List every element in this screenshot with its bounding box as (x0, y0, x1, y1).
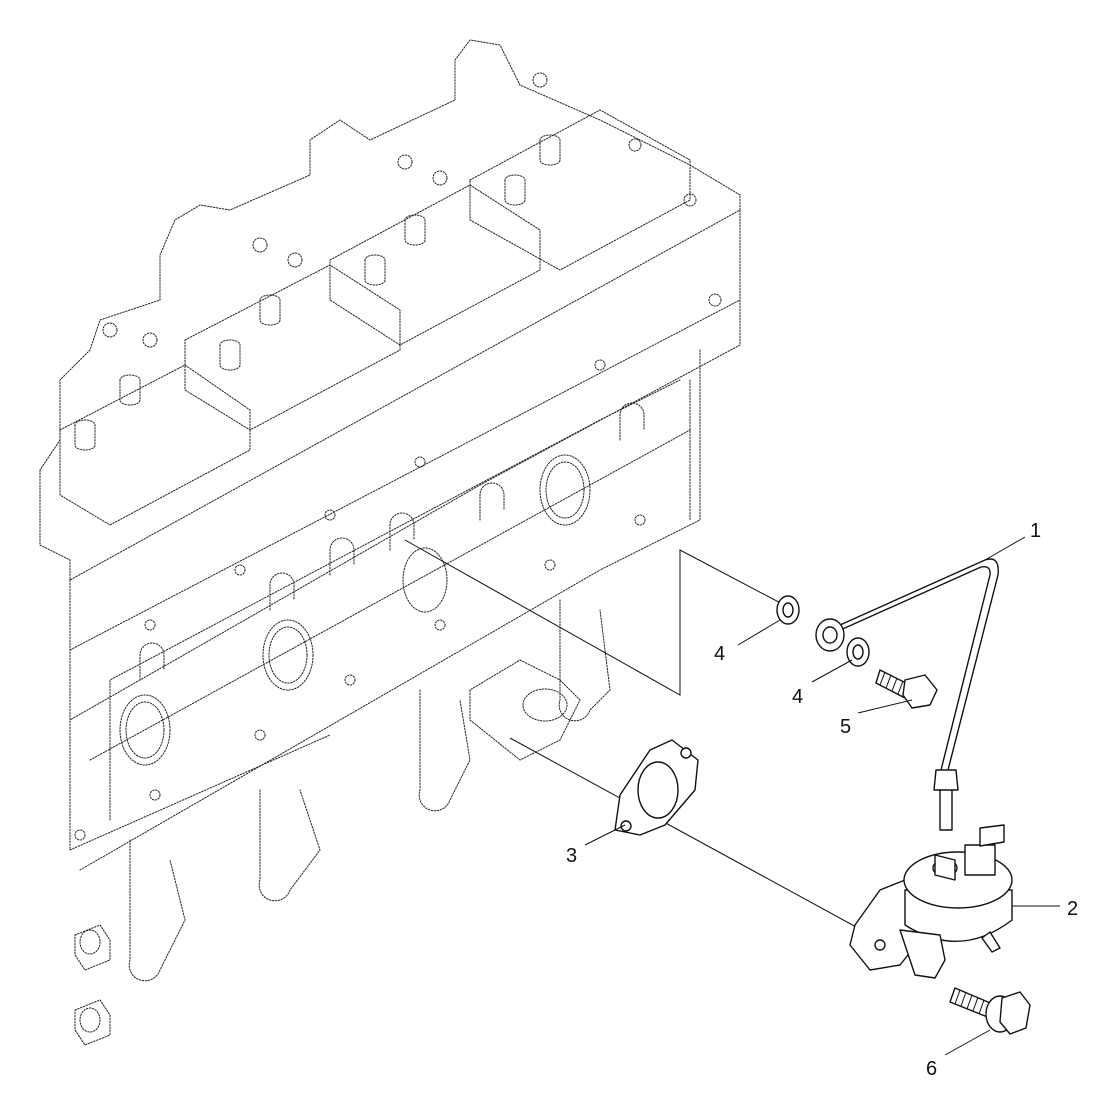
callout-4-upper: 4 (714, 643, 725, 665)
callout-3: 3 (566, 845, 577, 867)
part-6-flange-bolt (949, 987, 1031, 1035)
part-2-fuel-pump (849, 824, 1013, 979)
callout-5: 5 (840, 716, 851, 738)
callout-6: 6 (926, 1058, 937, 1080)
part-3-gasket (614, 739, 699, 836)
callout-4-lower: 4 (792, 686, 803, 708)
callout-leaders (584, 536, 1060, 1056)
engine-cylinder-head-outline (39, 39, 741, 1046)
callout-1: 1 (1030, 520, 1041, 542)
part-5-banjo-bolt (875, 669, 938, 709)
explosion-lines (404, 539, 881, 941)
callout-2: 2 (1067, 898, 1078, 920)
part-4-washer-upper (776, 595, 800, 625)
part-1-fuel-pipe (815, 558, 999, 831)
part-4-washer-lower (846, 637, 870, 667)
